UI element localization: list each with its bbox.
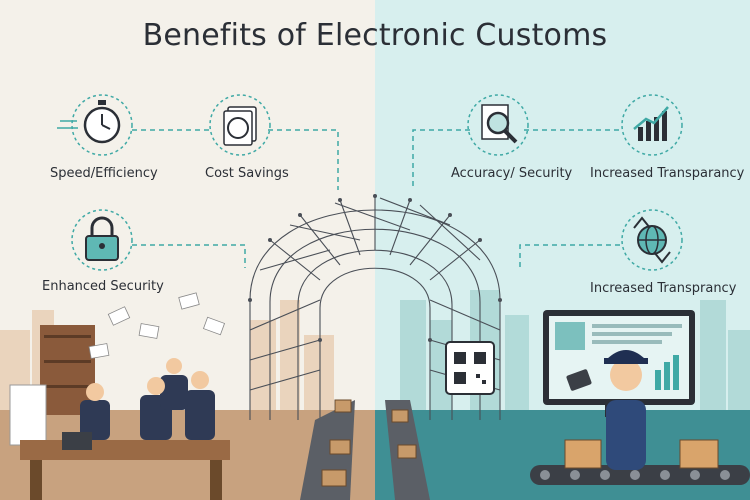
qr-code-panel <box>445 341 495 395</box>
page-title: Benefits of Electronic Customs <box>142 18 608 53</box>
icon-globe-arrows <box>621 209 683 271</box>
paperwork-desk-scene <box>9 292 230 500</box>
icon-padlock <box>71 209 133 271</box>
icon-money-stack <box>209 94 271 156</box>
benefit-label-transparency-chart: Increased Transparancy <box>590 166 745 181</box>
customs-officer <box>566 350 648 470</box>
center-conveyor <box>385 400 430 500</box>
icon-document-magnifier <box>467 94 529 156</box>
benefit-label-transparency-globe: Increased Transprancy <box>590 281 737 296</box>
mesh-arch <box>249 196 501 420</box>
benefit-label-security: Enhanced Security <box>42 279 164 294</box>
connector-lines <box>132 129 622 268</box>
left-conveyor <box>300 399 355 500</box>
icon-stopwatch <box>57 94 133 156</box>
right-conveyor <box>530 439 750 485</box>
benefit-label-accuracy: Accuracy/ Security <box>451 166 573 181</box>
mesh-nodes <box>248 194 502 342</box>
benefit-label-cost: Cost Savings <box>205 166 289 181</box>
icon-rising-chart <box>621 94 683 156</box>
benefit-label-speed: Speed/Efficiency <box>50 166 158 181</box>
